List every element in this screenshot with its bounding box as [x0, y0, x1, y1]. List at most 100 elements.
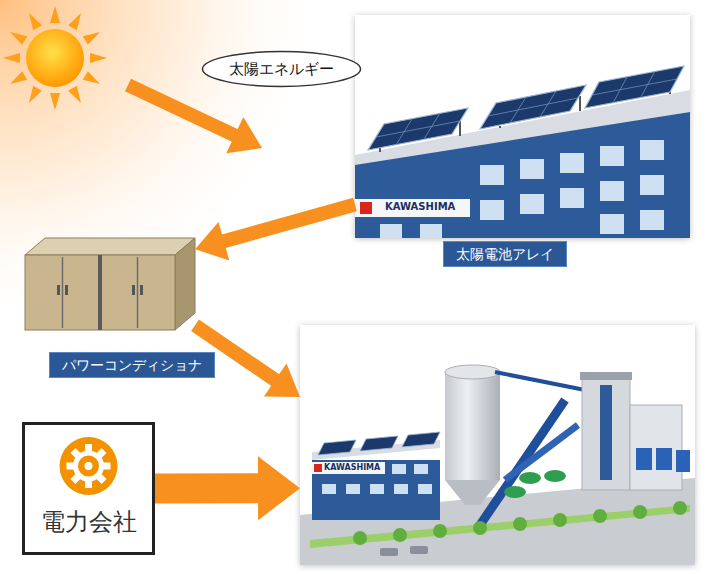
window	[640, 140, 664, 160]
sun-ray	[83, 71, 103, 88]
sun-ray	[90, 53, 107, 63]
window	[560, 188, 584, 208]
sun-ray	[68, 86, 85, 106]
door-handle	[140, 285, 143, 295]
solar-panel	[360, 436, 398, 451]
solar-panel	[402, 432, 440, 447]
office-building	[312, 460, 440, 520]
logo-mark	[360, 202, 372, 214]
cabinet-front	[25, 255, 175, 330]
tree	[633, 505, 647, 519]
silo-top	[445, 365, 500, 379]
bubble-ellipse	[202, 52, 360, 87]
window	[600, 214, 624, 234]
window	[560, 153, 584, 173]
utility-icon	[60, 437, 118, 495]
solar-panel	[368, 108, 468, 150]
arrow-head	[258, 456, 300, 520]
caption-banner: 太陽電池アレイ	[443, 241, 567, 267]
window	[392, 464, 406, 474]
grid-line	[641, 71, 655, 97]
company-label: 電力会社	[41, 507, 137, 537]
window	[480, 200, 504, 220]
sun-ray	[7, 28, 27, 45]
tree-row	[353, 501, 687, 545]
tree	[553, 513, 567, 527]
solar-panel	[318, 440, 356, 455]
arrow-head	[264, 364, 300, 397]
cabinet-divider	[98, 255, 102, 330]
tree	[473, 521, 487, 535]
sun-ray	[83, 28, 103, 45]
solar-array-picture: KAWASHIMA太陽電池アレイ	[355, 15, 690, 238]
tank	[676, 450, 690, 472]
tower-stripe	[600, 385, 612, 480]
icon-disc	[60, 437, 118, 495]
sun-ray	[3, 53, 20, 63]
tree	[673, 501, 687, 515]
flow-arrow	[195, 205, 355, 261]
car	[380, 548, 398, 556]
door-line	[62, 257, 64, 328]
sun-icon	[3, 6, 107, 110]
mixer-trucks	[504, 470, 566, 498]
window	[346, 484, 360, 494]
truck	[544, 470, 566, 482]
plant-tower	[582, 378, 630, 490]
tree	[353, 531, 367, 545]
picture-card	[355, 15, 690, 238]
ground	[300, 478, 695, 565]
grid-line	[488, 98, 578, 116]
tank	[656, 448, 672, 470]
window	[418, 484, 432, 494]
window	[414, 464, 428, 474]
sun-ray	[50, 6, 60, 23]
sign-band	[355, 199, 470, 217]
gear-hub	[85, 462, 93, 470]
panel-grid	[376, 71, 677, 145]
bubble-label: 太陽エネルギー	[229, 60, 334, 79]
company-logo-text: KAWASHIMA	[385, 201, 455, 213]
window	[420, 224, 442, 238]
window	[520, 194, 544, 214]
solar-panel	[585, 66, 684, 108]
gear-ring	[76, 453, 102, 479]
arrow-shaft	[128, 85, 236, 136]
pipe	[495, 372, 585, 390]
energy-bubble: 太陽エネルギー	[201, 50, 362, 88]
car-group	[380, 546, 428, 556]
grid-line	[376, 121, 460, 137]
caption-banner: パワーコンディショナ	[49, 352, 215, 378]
tower-cap	[580, 372, 632, 380]
door-handle	[65, 285, 68, 295]
door-handle	[57, 285, 60, 295]
grid-line	[592, 79, 677, 95]
arrow-shaft	[223, 205, 355, 242]
window-group	[380, 140, 664, 238]
sun-ray	[68, 10, 85, 30]
plant-annex	[630, 405, 682, 490]
cabinet-drawing	[25, 238, 195, 330]
truck	[519, 472, 541, 484]
logo-mark	[314, 464, 322, 472]
solar-panels	[368, 66, 684, 150]
truck	[504, 486, 526, 498]
window	[600, 146, 624, 166]
sun-ray	[7, 71, 27, 88]
sun-ray	[50, 93, 60, 110]
arrow-head	[226, 117, 262, 153]
tank	[636, 448, 652, 470]
window	[322, 484, 336, 494]
window	[640, 175, 664, 195]
silo	[445, 372, 500, 480]
utility-company-box: 電力会社	[22, 422, 155, 555]
cabinet-side	[175, 238, 195, 330]
arrow-shaft	[155, 473, 259, 503]
window	[370, 484, 384, 494]
door-line	[137, 257, 139, 328]
sun-ray	[25, 86, 42, 106]
leg	[579, 96, 581, 111]
window	[640, 210, 664, 230]
